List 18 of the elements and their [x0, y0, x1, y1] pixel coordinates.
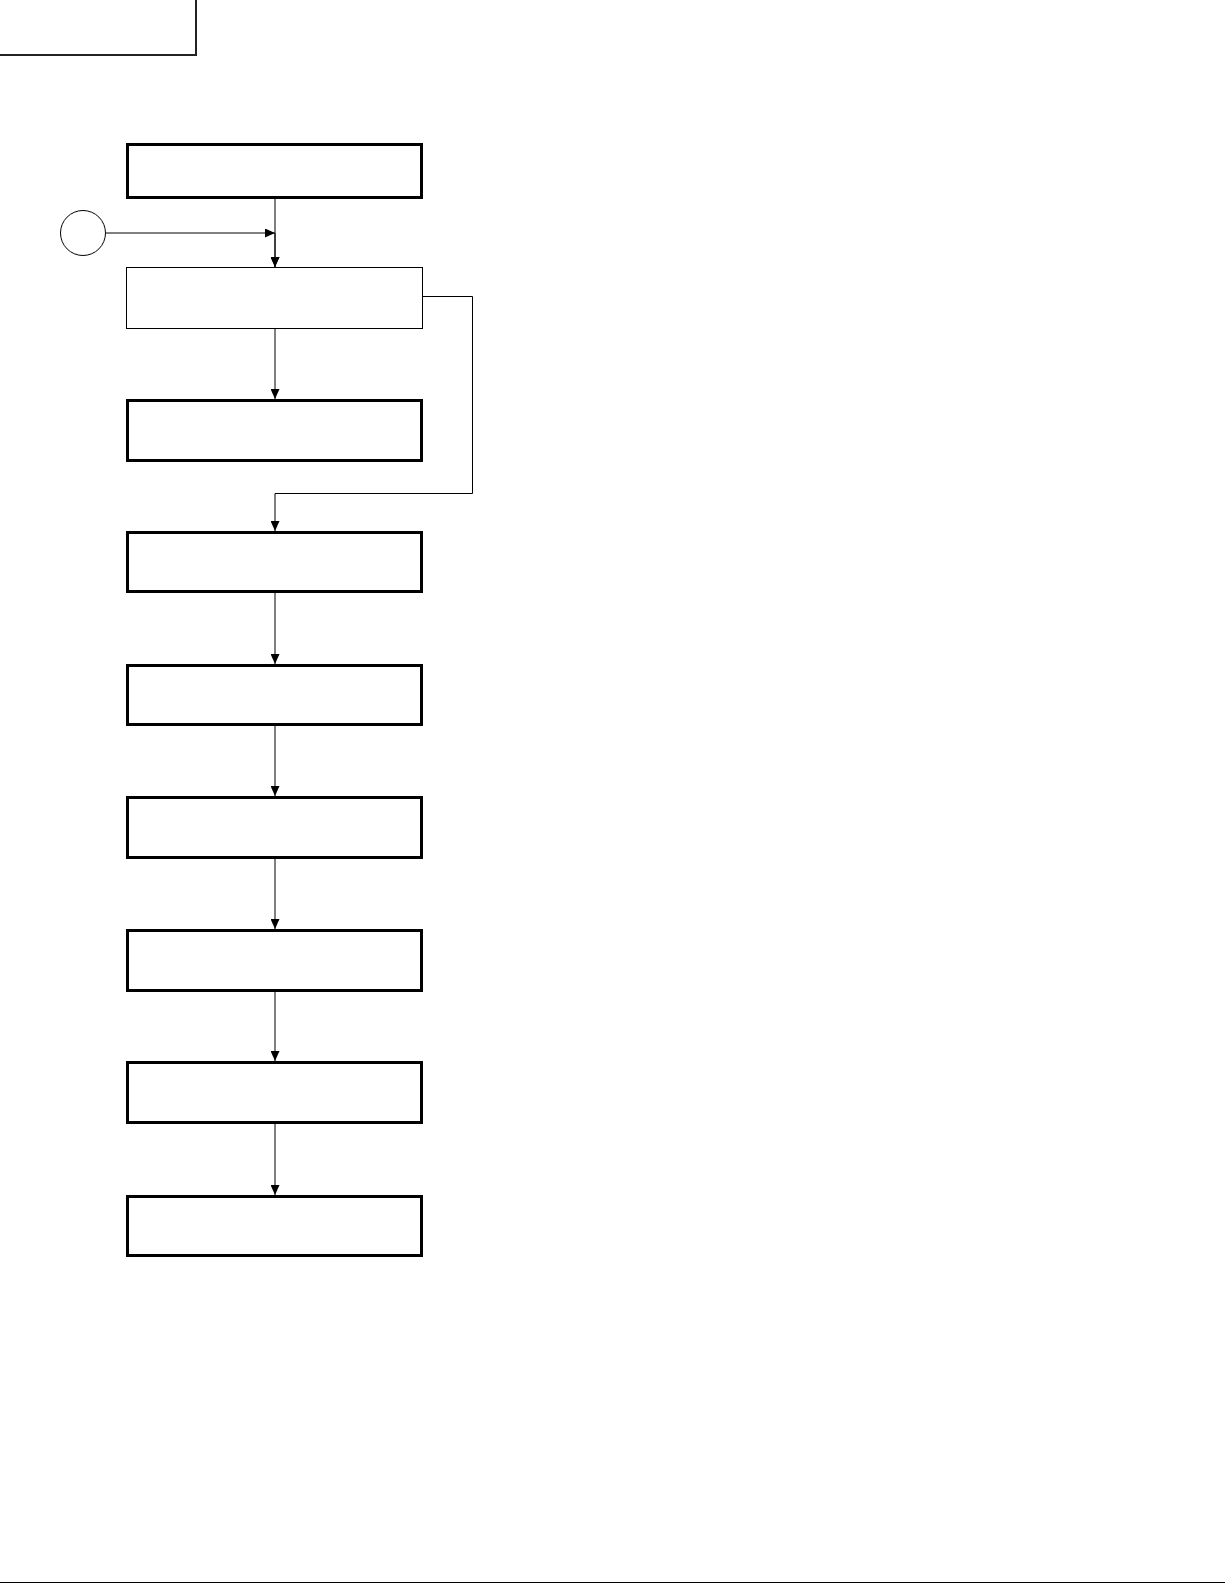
arrow — [105, 229, 280, 268]
process-box — [126, 143, 423, 199]
process-box — [126, 1195, 423, 1257]
arrow — [270, 1123, 280, 1196]
process-box — [126, 796, 423, 859]
arrow — [270, 328, 280, 400]
arrow — [270, 725, 280, 797]
process-box — [126, 929, 423, 992]
process-box — [126, 1061, 423, 1124]
process-box — [126, 531, 423, 593]
process-box — [126, 664, 423, 726]
arrow — [270, 296, 473, 532]
header-frame — [0, 0, 197, 56]
arrow — [270, 858, 280, 930]
arrow — [270, 991, 280, 1062]
arrow — [270, 592, 280, 665]
process-box — [126, 399, 423, 462]
process-box — [126, 267, 423, 329]
